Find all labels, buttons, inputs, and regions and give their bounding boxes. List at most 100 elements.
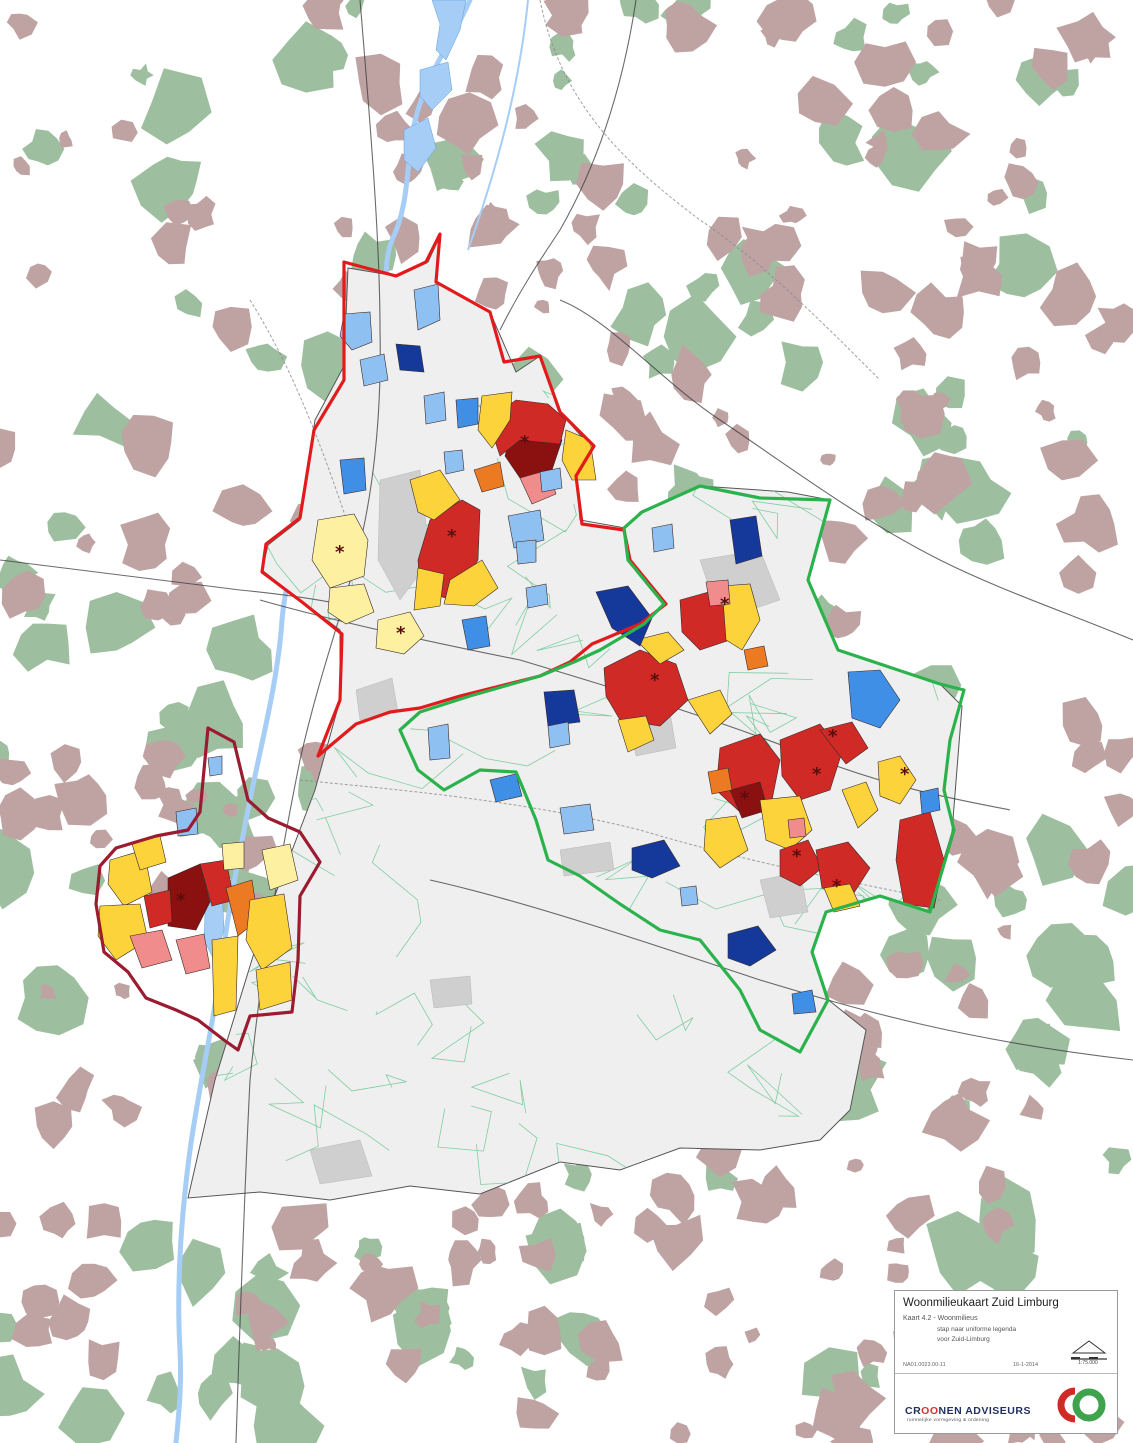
- border-westelijke-mijnstreek[interactable]: [260, 232, 668, 758]
- milieu-poly[interactable]: [631, 839, 681, 879]
- milieu-poly[interactable]: [245, 893, 293, 971]
- milieu-poly[interactable]: [339, 457, 367, 495]
- milieu-poly[interactable]: [635, 631, 685, 665]
- forest-area: [986, 233, 1058, 298]
- urban-area: [957, 983, 989, 1019]
- milieu-poly[interactable]: [651, 523, 675, 553]
- urban-area: [1056, 11, 1111, 63]
- urban-area: [536, 258, 564, 290]
- milieu-poly[interactable]: [413, 283, 441, 331]
- forest-area: [304, 35, 349, 72]
- milieu-poly[interactable]: [919, 787, 941, 815]
- milieu-poly[interactable]: [175, 933, 211, 975]
- forest-area: [686, 273, 720, 302]
- milieu-poly[interactable]: [515, 539, 537, 565]
- milieu-poly[interactable]: [443, 559, 499, 607]
- milieu-poly[interactable]: [729, 515, 763, 565]
- milieu-poly[interactable]: [327, 583, 375, 625]
- urban-area: [944, 218, 974, 238]
- forest-area: [833, 17, 867, 52]
- milieu-poly[interactable]: [461, 615, 491, 651]
- milieu-poly[interactable]: [359, 353, 389, 387]
- urban-area: [26, 263, 52, 289]
- forest-area: [58, 1387, 125, 1443]
- milieu-poly[interactable]: [473, 461, 505, 493]
- milieu-poly[interactable]: [539, 467, 563, 493]
- milieu-poly[interactable]: [175, 807, 199, 837]
- milieu-poly[interactable]: [787, 817, 807, 839]
- milieu-poly[interactable]: [721, 583, 761, 651]
- milieu-poly[interactable]: [779, 723, 843, 801]
- milieu-poly[interactable]: [375, 611, 425, 655]
- border-parkstad[interactable]: [398, 484, 966, 1054]
- milieu-poly[interactable]: [221, 841, 245, 871]
- milieu-poly[interactable]: [617, 715, 655, 753]
- milieu-poly[interactable]: [395, 343, 425, 373]
- urban-area: [825, 961, 874, 1005]
- milieu-poly[interactable]: [815, 841, 871, 897]
- milieu-poly[interactable]: [791, 989, 817, 1015]
- milieu-poly[interactable]: [443, 449, 465, 475]
- milieu-poly[interactable]: [413, 567, 445, 611]
- milieu-poly[interactable]: [489, 773, 523, 803]
- urban-area: [887, 1263, 909, 1283]
- rail-2: [539, 0, 881, 381]
- milieu-poly[interactable]: [703, 815, 749, 869]
- urban-area: [355, 53, 403, 116]
- milieu-poly[interactable]: [547, 721, 571, 749]
- road-west: [0, 559, 341, 605]
- milieu-poly[interactable]: [423, 391, 447, 425]
- urban-area: [1059, 554, 1097, 594]
- urban-area: [812, 520, 869, 564]
- milieu-poly[interactable]: [847, 669, 901, 729]
- urban-area: [0, 758, 32, 786]
- urban-area: [886, 1237, 905, 1254]
- forest-area: [130, 156, 202, 223]
- milieu-poly[interactable]: [877, 755, 917, 805]
- milieu-poly[interactable]: [727, 925, 777, 967]
- urban-area: [846, 1158, 864, 1173]
- milieu-poly[interactable]: [143, 889, 173, 929]
- milieu-poly[interactable]: [705, 579, 731, 607]
- milieu-poly[interactable]: [687, 689, 733, 735]
- milieu-poly[interactable]: [507, 509, 545, 549]
- milieu-poly[interactable]: [543, 689, 581, 727]
- urban-area: [856, 1339, 888, 1368]
- border-maastricht[interactable]: [94, 726, 322, 1052]
- milieu-poly[interactable]: [595, 585, 653, 647]
- urban-area: [16, 580, 27, 594]
- milieu-poly[interactable]: [779, 839, 823, 887]
- milieu-poly[interactable]: [679, 885, 699, 907]
- forest-area: [146, 1371, 182, 1414]
- milieu-poly[interactable]: [559, 803, 595, 835]
- urban-area: [385, 1348, 422, 1384]
- milieu-poly[interactable]: [455, 397, 479, 429]
- milieu-poly[interactable]: [409, 469, 461, 521]
- milieu-poly[interactable]: [819, 721, 869, 765]
- milieu-poly[interactable]: [743, 645, 769, 671]
- urban-area: [0, 428, 16, 468]
- milieu-poly[interactable]: [427, 723, 451, 761]
- centre-marker: *: [176, 890, 186, 911]
- milieu-poly[interactable]: [261, 843, 299, 891]
- milieu-poly[interactable]: [841, 781, 879, 829]
- urban-area: [461, 154, 483, 181]
- urban-area: [513, 1182, 549, 1219]
- urban-area: [518, 1237, 556, 1272]
- milieu-poly[interactable]: [603, 649, 689, 727]
- milieu-poly[interactable]: [339, 311, 373, 351]
- urban-area: [586, 245, 628, 292]
- urban-area: [862, 485, 907, 521]
- milieu-poly[interactable]: [211, 935, 239, 1017]
- milieu-poly[interactable]: [311, 513, 369, 589]
- milieu-poly[interactable]: [525, 583, 549, 609]
- milieu-poly[interactable]: [477, 391, 513, 449]
- urban-area: [910, 282, 964, 339]
- milieu-poly[interactable]: [207, 755, 223, 777]
- milieu-poly[interactable]: [707, 767, 733, 795]
- milieu-poly[interactable]: [129, 929, 173, 969]
- forest-area: [0, 740, 10, 764]
- district-line: [510, 600, 558, 656]
